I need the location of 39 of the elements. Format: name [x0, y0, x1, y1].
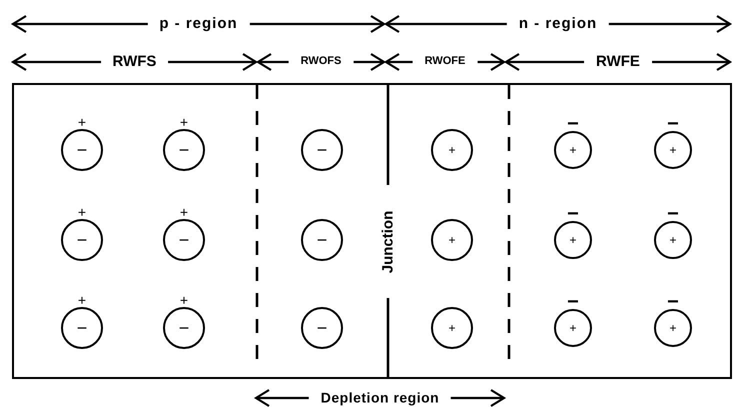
charge-sign: −	[666, 204, 680, 224]
charge-sign: +	[569, 144, 576, 156]
charge-sign: +	[178, 115, 190, 129]
semiconductor-box	[12, 83, 732, 379]
junction-label: Junction	[380, 210, 396, 274]
charge-sign: −	[76, 141, 88, 159]
dimension-label: RWOFE	[412, 56, 478, 67]
charge-sign: +	[669, 144, 676, 156]
charge-sign: −	[316, 141, 328, 159]
charge-sign: −	[76, 319, 88, 337]
charge-sign: +	[76, 293, 88, 307]
dimension-label: RWOFS	[288, 56, 354, 67]
charge-sign: +	[569, 234, 576, 246]
dimension-label: n - region	[506, 16, 610, 31]
charge-sign: +	[76, 115, 88, 129]
charge-sign: +	[448, 234, 456, 246]
dimension-label: p - region	[147, 16, 250, 31]
dimension-label: Depletion region	[308, 390, 452, 404]
charge-sign: −	[76, 231, 88, 249]
charge-sign: −	[566, 292, 580, 312]
charge-sign: +	[178, 205, 190, 219]
charge-sign: +	[178, 293, 190, 307]
charge-sign: −	[178, 141, 190, 159]
charge-sign: −	[666, 114, 680, 134]
charge-sign: +	[448, 144, 456, 156]
charge-sign: −	[178, 319, 190, 337]
charge-sign: −	[178, 231, 190, 249]
charge-sign: +	[669, 322, 676, 334]
charge-sign: −	[316, 231, 328, 249]
dimension-label: RWFE	[584, 54, 652, 69]
charge-sign: +	[669, 234, 676, 246]
charge-sign: −	[316, 319, 328, 337]
charge-sign: −	[566, 114, 580, 134]
charge-sign: +	[569, 322, 576, 334]
charge-sign: −	[666, 292, 680, 312]
dimension-label: RWFS	[100, 54, 168, 69]
charge-sign: +	[76, 205, 88, 219]
charge-sign: −	[566, 204, 580, 224]
charge-sign: +	[448, 322, 456, 334]
